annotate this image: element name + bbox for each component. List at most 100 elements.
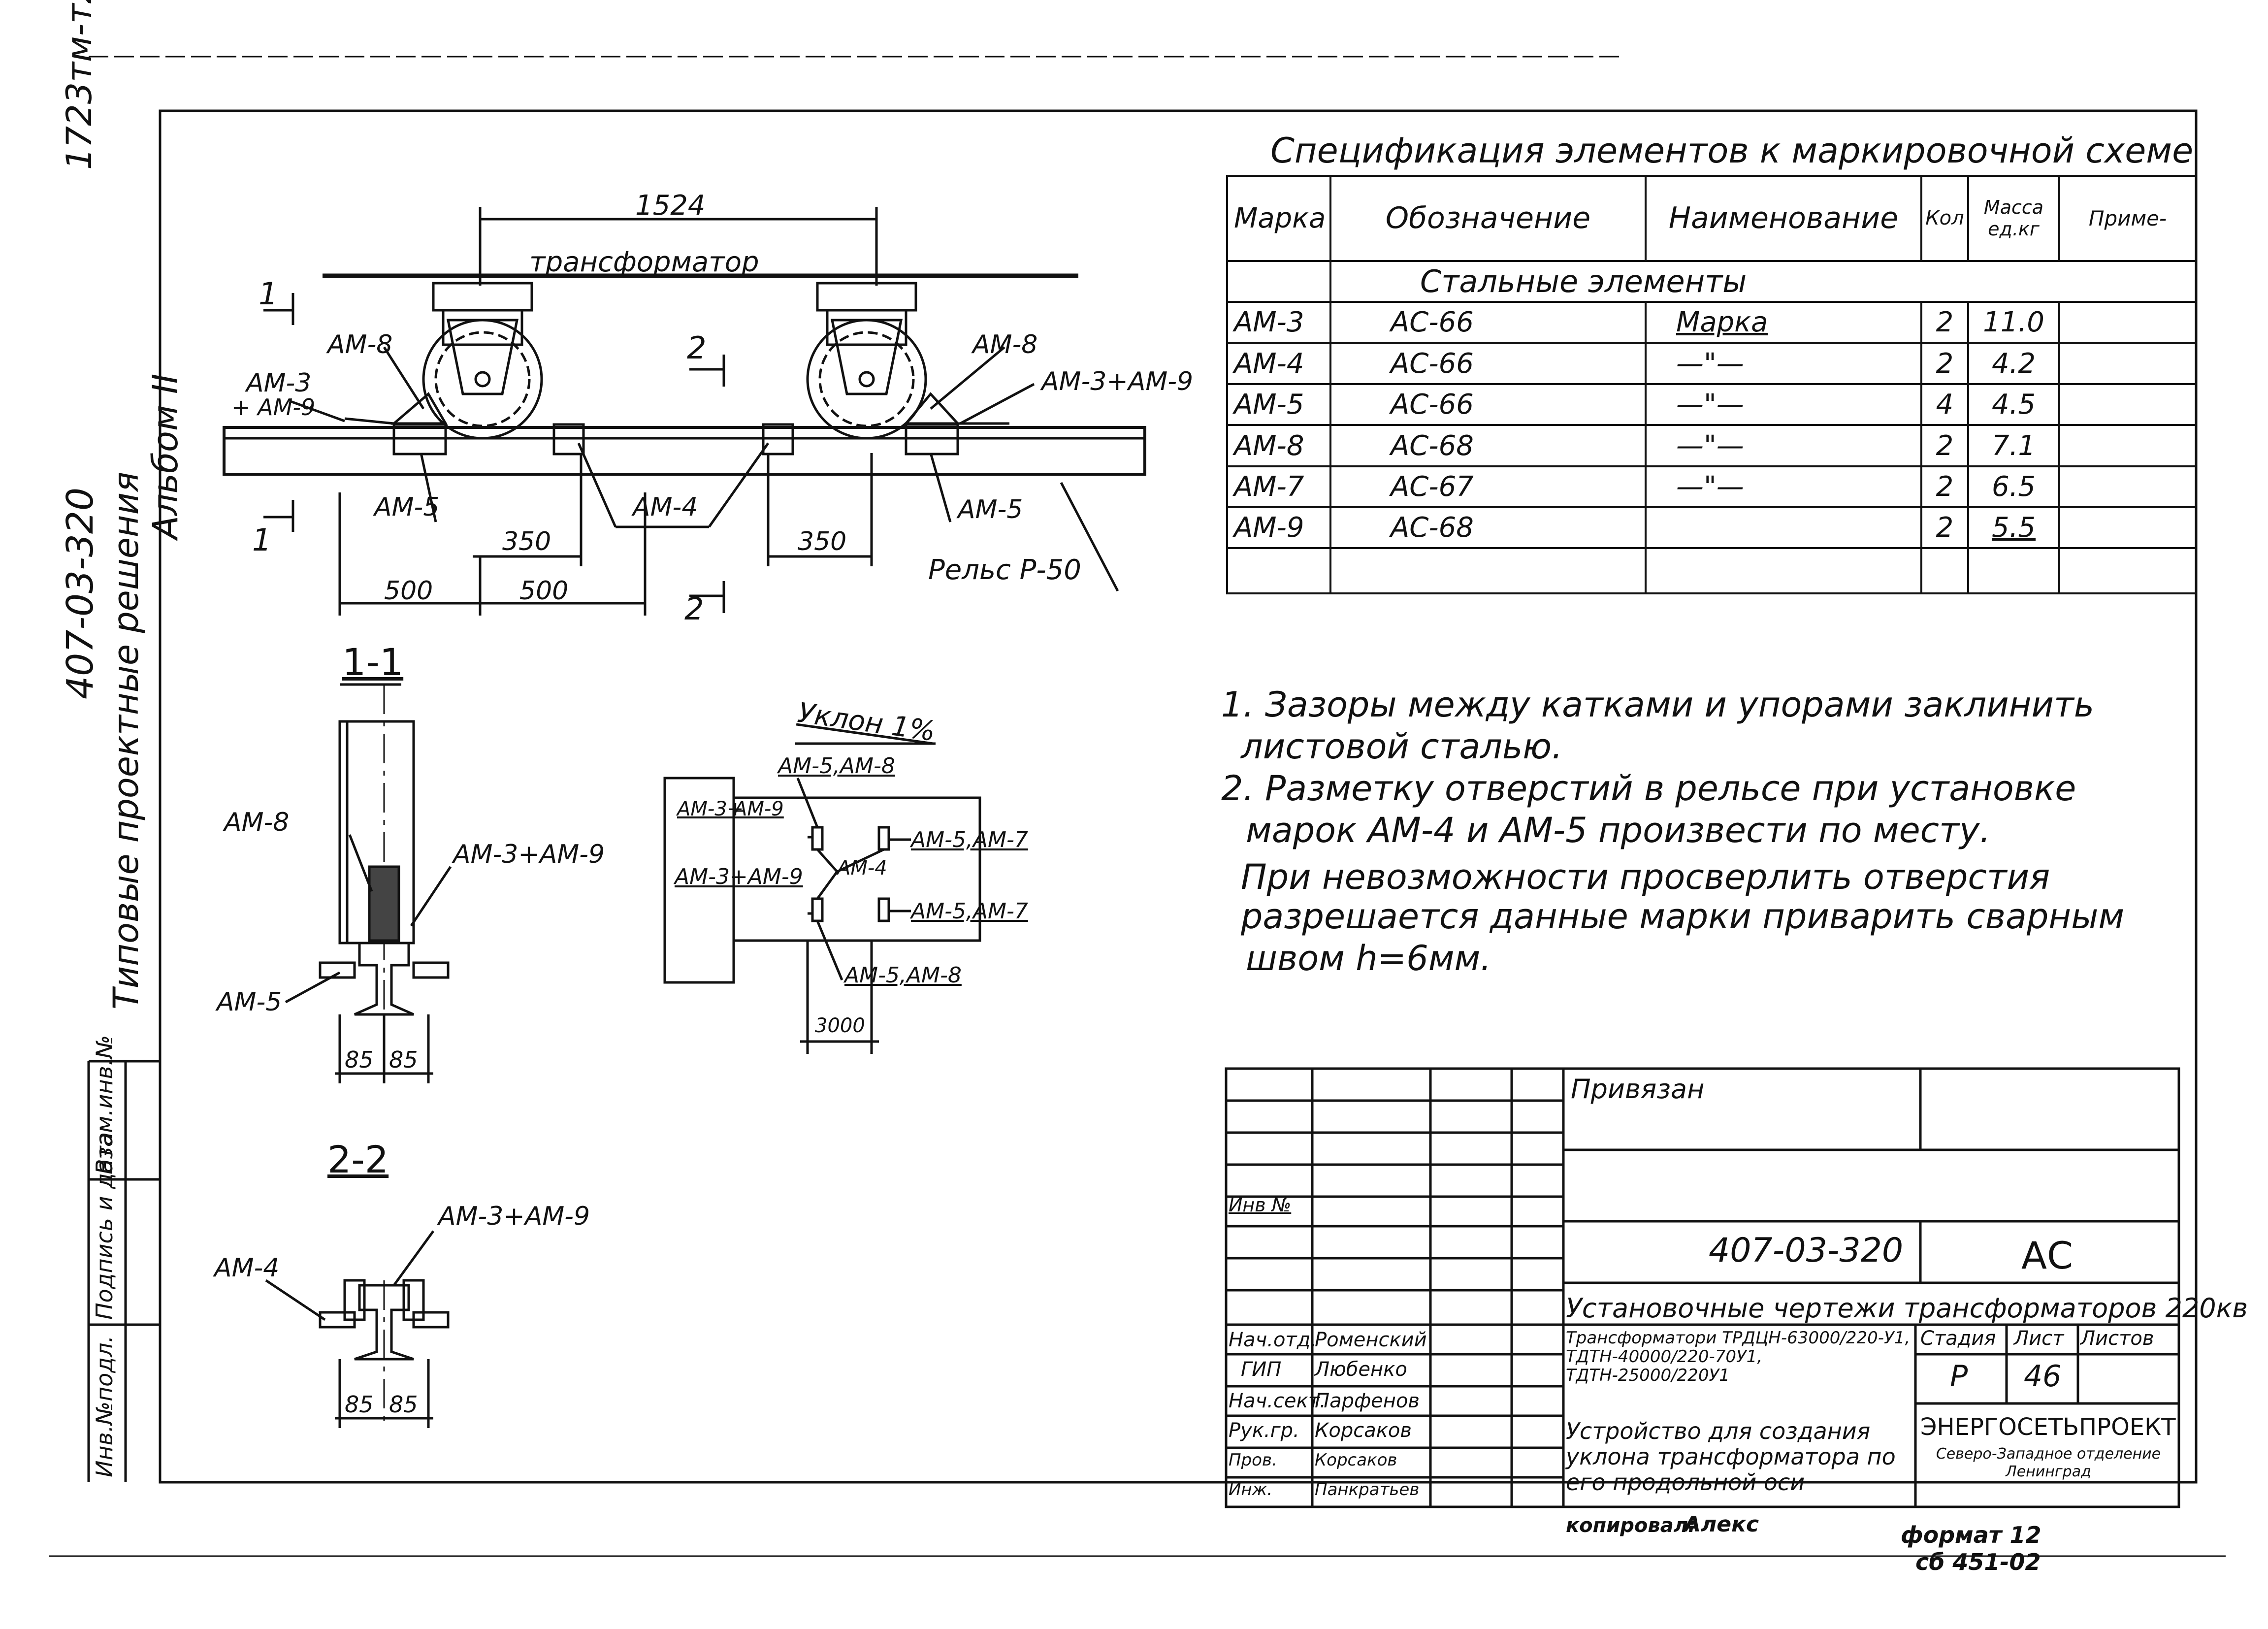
label-am3-left: АМ-3 [246,368,312,398]
spec-hdr-mass: Масса ед.кг [1967,175,2060,262]
tb-stage: Р [1950,1359,1968,1394]
note-line-2: листовой сталью. [1241,726,1563,767]
sheet-frame [159,109,2198,1484]
spec-hdr-qty: Кол [1920,175,1969,262]
tb-name: Корсаков [1315,1450,1397,1470]
dim-500-left: 500 [384,576,433,606]
note-line-4: марок АМ-4 и АМ-5 произвести по месту. [1246,810,1991,850]
table-row: АМ-9 АС-68 2 5.5 [1226,506,2197,550]
section-2-2-d85a: 85 [345,1391,374,1418]
label-am39-right: АМ-3+АМ-9 [1041,367,1194,396]
label-rail: Рельс Р-50 [928,554,1081,586]
section-2-2-am39: АМ-3+АМ-9 [438,1202,590,1231]
spec-cell: АС-66 [1329,383,1647,426]
transformer-label: трансформатор [529,246,759,278]
tb-title: Установочные чертежи трансформаторов 220… [1566,1293,2248,1324]
section-1-1-title: 1-1 [342,640,404,684]
stamp-inv: Инв.№подл. [91,1335,118,1477]
spec-cell: 2 [1920,342,1969,385]
table-row: АМ-5 АС-66 —"— 4 4.5 [1226,383,2197,426]
tb-sheet-code: сб 451-02 [1915,1549,2041,1575]
plan-dim-3000: 3000 [815,1014,865,1037]
spec-cell: 6.5 [1967,465,2060,509]
spec-cell: —"— [1645,383,1922,426]
note-line-6: разрешается данные марки приварить сварн… [1241,896,2125,937]
tb-copied: копировал: [1566,1514,1696,1537]
spec-cell: 2 [1920,465,1969,509]
tb-role: Инж. [1229,1480,1273,1499]
tb-stage-hdr: Стадия [1920,1327,1996,1350]
spec-cell: АС-66 [1329,342,1647,385]
spec-cell: АМ-8 [1226,424,1331,467]
spec-cell: АС-68 [1329,424,1647,467]
tb-name: Парфенов [1315,1390,1420,1412]
tb-role: ГИП [1241,1358,1282,1381]
tb-privyazan: Привязан [1571,1074,1705,1105]
spec-cell: 2 [1920,301,1969,344]
section-mark-2-bottom: 2 [684,591,704,627]
spec-cell: Марка [1645,301,1922,344]
tb-role: Пров. [1229,1450,1277,1470]
spec-header-row: Марка Обозначение Наименование Кол Масса… [1226,175,2197,262]
note-line-3: 2. Разметку отверстий в рельсе при устан… [1221,768,2076,809]
plan-am3-a: АМ-3+ [677,798,744,820]
sidebar-project: 407-03-320 [59,487,101,699]
spec-cell: АС-67 [1329,465,1647,509]
tb-format: формат 12 [1901,1522,2041,1548]
tb-role: Нач.отд. [1229,1329,1317,1351]
spec-cell: 5.5 [1967,506,2060,550]
spec-cell: АС-66 [1329,301,1647,344]
label-am5-right: АМ-5 [958,495,1023,524]
tb-mark: АС [2021,1234,2074,1277]
section-1-1-am8: АМ-8 [224,808,290,837]
section-2-2-am4: АМ-4 [214,1253,280,1283]
spec-cell: АМ-3 [1226,301,1331,344]
tb-name: Панкратьев [1315,1480,1420,1499]
sidebar-album: Альбом II [145,373,186,539]
spec-cell: АМ-4 [1226,342,1331,385]
tb-sheet: 46 [2024,1359,2062,1394]
table-row [1226,547,2197,594]
tb-sheets-hdr: Листов [2080,1327,2154,1350]
label-am4: АМ-4 [633,492,698,522]
spec-cell [2058,301,2197,344]
label-am8-right: АМ-8 [972,330,1038,359]
spec-cell [2058,424,2197,467]
table-row: АМ-8 АС-68 —"— 2 7.1 [1226,424,2197,467]
left-wheel [422,319,543,440]
spec-hdr-mark: Марка [1226,175,1331,262]
spec-cell: 4.5 [1967,383,2060,426]
spec-hdr-note: Приме- [2058,175,2197,262]
plan-am57-a: АМ-5,АМ-7 [911,827,1028,852]
plan-am9-a: АМ-9 [734,798,784,820]
table-row: АМ-4 АС-66 —"— 2 4.2 [1226,342,2197,385]
note-line-1: 1. Зазоры между катками и упорами заклин… [1221,684,2095,725]
spec-hdr-designation: Обозначение [1329,175,1647,262]
tb-name: Роменский [1315,1329,1427,1351]
table-row: АМ-3 АС-66 Марка 2 11.0 [1226,301,2197,344]
spec-cell: АМ-5 [1226,383,1331,426]
plan-am58-top: АМ-5,АМ-8 [778,753,895,779]
spec-cell [2058,506,2197,550]
spec-cell: 4.2 [1967,342,2060,385]
spec-cell: АМ-7 [1226,465,1331,509]
spec-cell: 2 [1920,424,1969,467]
spec-cell [2058,342,2197,385]
section-mark-1-bottom: 1 [252,522,272,558]
note-line-5: При невозможности просверлить отверстия [1241,857,2050,897]
dim-350-right: 350 [798,527,847,556]
spec-cell: 2 [1920,506,1969,550]
tb-copier: Алекс [1684,1512,1759,1537]
rail-elevation [223,426,1146,476]
spec-group: Стальные элементы [1329,260,2197,303]
spec-cell: 11.0 [1967,301,2060,344]
dim-500-right: 500 [519,576,569,606]
spec-cell: 4 [1920,383,1969,426]
spec-cell: АС-68 [1329,506,1647,550]
tb-doc-code: 407-03-320 [1709,1231,1904,1270]
section-1-1-d85a: 85 [345,1046,374,1073]
label-am8-left: АМ-8 [327,330,393,359]
section-2-2-title: 2-2 [327,1138,389,1181]
dim-1524: 1524 [635,190,706,222]
